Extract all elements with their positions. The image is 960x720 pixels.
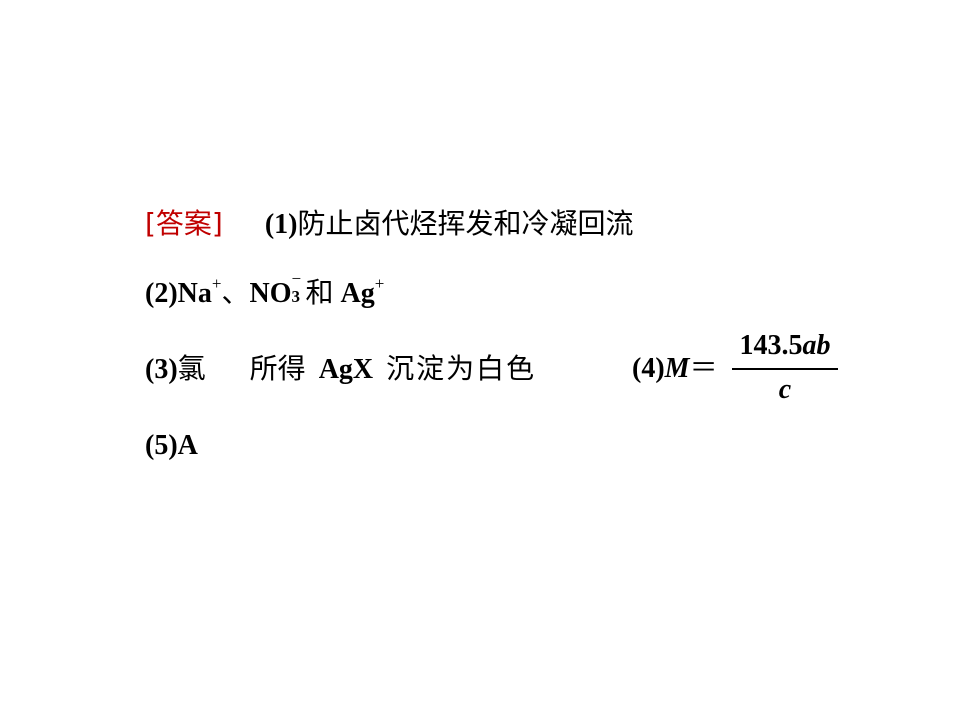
q4-equals: ＝ bbox=[689, 353, 718, 384]
q3-text-3: 沉淀为白色 bbox=[386, 352, 537, 385]
nitrate-ion: NO bbox=[249, 278, 292, 309]
q2-separator: 、 bbox=[221, 276, 250, 309]
sodium-charge: + bbox=[211, 274, 222, 293]
q3-agx: AgX bbox=[318, 354, 374, 385]
silver-ion: Ag bbox=[340, 278, 375, 309]
nitrate-sub-super: −3 bbox=[291, 270, 306, 306]
q2-and: 和 bbox=[305, 276, 334, 309]
q4-variable: M bbox=[664, 353, 690, 384]
q4-number: (4) bbox=[632, 353, 665, 384]
q2-number: (2) bbox=[145, 278, 178, 309]
q1-text: 防止卤代烃挥发和冷凝回流 bbox=[297, 207, 634, 240]
q1-number: (1) bbox=[264, 209, 298, 240]
q4-numerator: 143.5ab bbox=[732, 330, 838, 362]
answer-line-5: (5)A bbox=[145, 432, 198, 460]
q4-numerator-variables: ab bbox=[802, 330, 831, 361]
nitrate-charge: − bbox=[291, 269, 302, 288]
sodium-ion: Na bbox=[177, 278, 212, 309]
q5-number: (5) bbox=[145, 430, 178, 461]
answer-line-1: [答案] (1)防止卤代烃挥发和冷凝回流 bbox=[145, 210, 634, 239]
q3-number: (3) bbox=[145, 354, 178, 385]
q3-text-1: 氯 bbox=[177, 352, 206, 385]
answer-label: [答案] bbox=[145, 207, 223, 240]
answer-line-3: (3)氯 所得 AgX 沉淀为白色 bbox=[145, 355, 536, 384]
q3-text-2: 所得 bbox=[249, 352, 306, 385]
q4-fraction: 143.5ab c bbox=[732, 330, 838, 406]
q4-numerator-number: 143.5 bbox=[739, 330, 803, 361]
silver-charge: + bbox=[374, 274, 385, 293]
nitrate-subscript: 3 bbox=[291, 287, 301, 306]
q4-expression: (4)M＝ bbox=[632, 355, 718, 383]
fraction-bar bbox=[732, 368, 838, 370]
q5-answer: A bbox=[177, 430, 198, 461]
q4-denominator: c bbox=[778, 374, 792, 405]
